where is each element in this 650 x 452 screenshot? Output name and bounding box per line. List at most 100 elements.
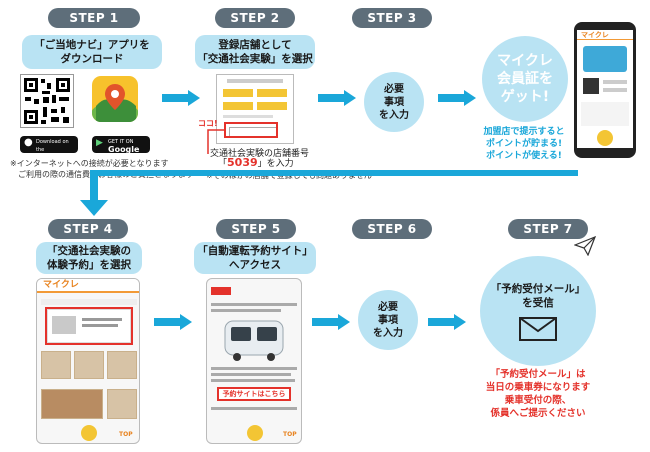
step-1-bubble-line: 「ご当地ナビ」アプリを (34, 39, 150, 51)
store-number-label: 交通社会実験の店舗番号 (210, 149, 310, 159)
step-3-circle-line: 事項 (384, 96, 404, 108)
home-button-icon[interactable] (81, 425, 97, 441)
card-line (603, 88, 627, 92)
card-panel (581, 102, 629, 126)
food-tile (41, 351, 71, 379)
qr-code (20, 74, 74, 128)
play-icon: ▶ (96, 138, 103, 148)
reservation-card (47, 309, 131, 343)
step-3-circle-line: 必要 (384, 83, 404, 95)
google-play-small-text: GET IT ON (108, 139, 134, 145)
food-tile (74, 351, 104, 379)
card-line (603, 80, 627, 84)
step-4-bubble-line: 体験予約」を選択 (47, 259, 131, 271)
screen-tile (223, 89, 253, 97)
map-pin-icon (92, 84, 138, 122)
step-3-label: STEP 3 (352, 8, 432, 28)
member-card-circle: マイクレ 会員証を ゲット! (482, 36, 568, 122)
step-6-circle-line: 必要 (378, 301, 398, 313)
phone-screen: マイクレ (577, 30, 633, 148)
arrow-right-icon (162, 90, 200, 106)
autonomous-bus-icon (224, 320, 284, 361)
step-5-bubble: 「自動運転予約サイト」 へアクセス (194, 242, 316, 274)
top-link[interactable]: TOP (119, 431, 133, 438)
member-card-image (583, 46, 627, 72)
card-text-line (82, 318, 122, 321)
food-tile (107, 351, 137, 379)
result-line: 係員へご提示ください (458, 407, 618, 420)
step-2-bubble-line: 「交通社会実験」を選択 (197, 53, 313, 65)
step-6-circle-line: 事項 (378, 314, 398, 326)
benefit-line: ポイントが貯まる! (485, 139, 563, 149)
text-line (211, 407, 297, 410)
step-6-circle: 必要 事項 を入力 (358, 290, 418, 350)
step-1-note-1: ※インターネットへの接続が必要となります (10, 159, 169, 168)
return-arrow-icon (80, 170, 578, 216)
card-qr-icon (583, 78, 599, 94)
arrow-right-icon (318, 90, 356, 106)
step-1-bubble-line: ダウンロード (60, 53, 124, 65)
store-number-line: 「5039」を入力 (218, 156, 294, 169)
step-2-bubble: 登録店舗として 「交通社会実験」を選択 (195, 35, 315, 69)
screen-line (223, 115, 273, 118)
mail-icon (519, 317, 557, 341)
benefit-line: ポイントが使える! (486, 151, 562, 161)
text-line (211, 373, 291, 376)
highlight-frame (45, 307, 133, 345)
result-line: 「予約受付メール」は (490, 369, 586, 380)
app-store-big-text: App Store (36, 153, 61, 170)
step-5-bubble-line: 「自動運転予約サイト」 (197, 245, 313, 257)
benefit-line: 加盟店で提示すると (483, 127, 565, 137)
shop-tile (41, 389, 103, 419)
highlight-frame (224, 122, 278, 138)
apple-icon: ● (24, 137, 33, 148)
qr-code-icon (24, 78, 70, 124)
text-line (211, 379, 295, 382)
member-card-line: マイクレ (497, 53, 553, 69)
step-7-circle-line: 「予約受付メール」 (490, 283, 586, 295)
store-number-value: 5039 (227, 156, 258, 169)
step-2-label: STEP 2 (215, 8, 295, 28)
category-bar (41, 299, 137, 305)
member-card-benefits: 加盟店で提示すると ポイントが貯まる! ポイントが使える! (474, 126, 574, 162)
step-7-label: STEP 7 (508, 219, 588, 239)
registration-screen (216, 74, 294, 144)
store-number-post: 」を入力 (257, 159, 294, 169)
arrow-right-icon (154, 314, 192, 330)
screen-title-bar (227, 79, 283, 83)
result-line: 当日の乗車券になります (485, 382, 591, 393)
step-1-bubble: 「ご当地ナビ」アプリを ダウンロード (22, 35, 162, 69)
google-play-button[interactable]: ▶ GET IT ON Google Play (92, 136, 150, 162)
store-number-bracket: 「 (218, 159, 228, 169)
screen-tile (257, 102, 287, 110)
app-store-button[interactable]: ● Download on the App Store (20, 136, 78, 170)
arrow-right-icon (438, 90, 476, 106)
top-link[interactable]: TOP (283, 431, 297, 438)
arrow-right-icon (312, 314, 350, 330)
step-7-result: 「予約受付メール」は 当日の乗車券になります 乗車受付の際、 係員へご提示くださ… (458, 368, 618, 420)
result-tail: ください (547, 408, 586, 419)
card-text-line (82, 324, 118, 327)
google-play-big-text: Google Play (108, 145, 140, 162)
phone-app-title: マイクレ (577, 30, 633, 40)
text-line (211, 367, 297, 370)
home-button-icon[interactable] (597, 130, 613, 146)
shop-tile (107, 389, 137, 419)
text-line (211, 309, 281, 312)
screen-tile (257, 89, 287, 97)
badge (211, 287, 231, 295)
step-5-label: STEP 5 (216, 219, 296, 239)
koko-label: ココ! (198, 119, 218, 128)
phone-experience-reservation: マイクレ TOP (36, 278, 140, 444)
step-2-bubble-line: 登録店舗として (218, 39, 292, 51)
step-4-bubble: 「交通社会実験の 体験予約」を選択 (36, 242, 142, 274)
step-4-bubble-line: 「交通社会実験の (47, 245, 131, 257)
app-store-small-text: Download on the (36, 139, 69, 153)
paper-plane-icon (574, 236, 596, 256)
phone-reservation-site: 予約サイトはこちら TOP (206, 278, 302, 444)
phone-app-title: マイクレ (37, 279, 139, 293)
step-4-label: STEP 4 (48, 219, 128, 239)
phone-member-card: マイクレ (574, 22, 636, 158)
home-button-icon[interactable] (247, 425, 263, 441)
reservation-site-link[interactable]: 予約サイトはこちら (217, 387, 291, 401)
